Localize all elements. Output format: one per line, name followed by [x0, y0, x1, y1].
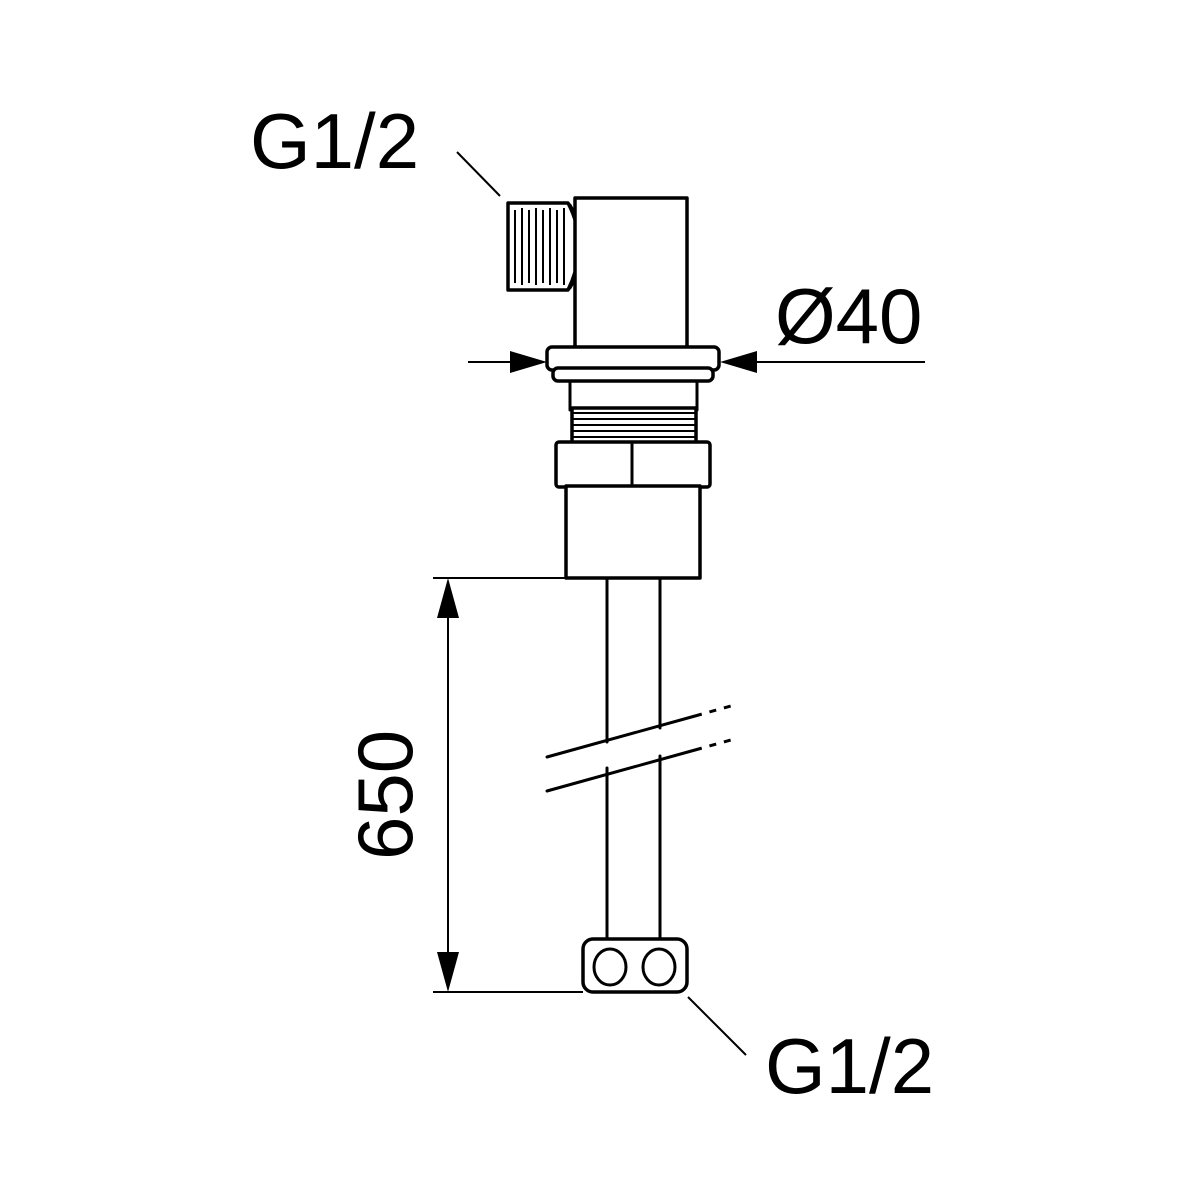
length-label: 650	[341, 730, 429, 860]
valve-body	[573, 196, 689, 350]
bottom-thread-label: G1/2	[765, 1022, 934, 1110]
side-outlet-thread	[506, 201, 584, 292]
length-dimension	[433, 577, 583, 993]
flange	[545, 345, 721, 412]
threaded-shank	[570, 406, 698, 446]
hose-end-fitting	[581, 937, 689, 994]
hose	[545, 576, 739, 942]
diameter-dimension	[468, 351, 925, 373]
top-thread-leader	[456, 151, 501, 197]
top-thread-label: G1/2	[250, 97, 419, 185]
bottom-thread-leader	[687, 996, 747, 1056]
hex-nut	[554, 440, 712, 489]
diameter-label: Ø40	[775, 272, 922, 360]
lower-sleeve	[564, 484, 702, 580]
